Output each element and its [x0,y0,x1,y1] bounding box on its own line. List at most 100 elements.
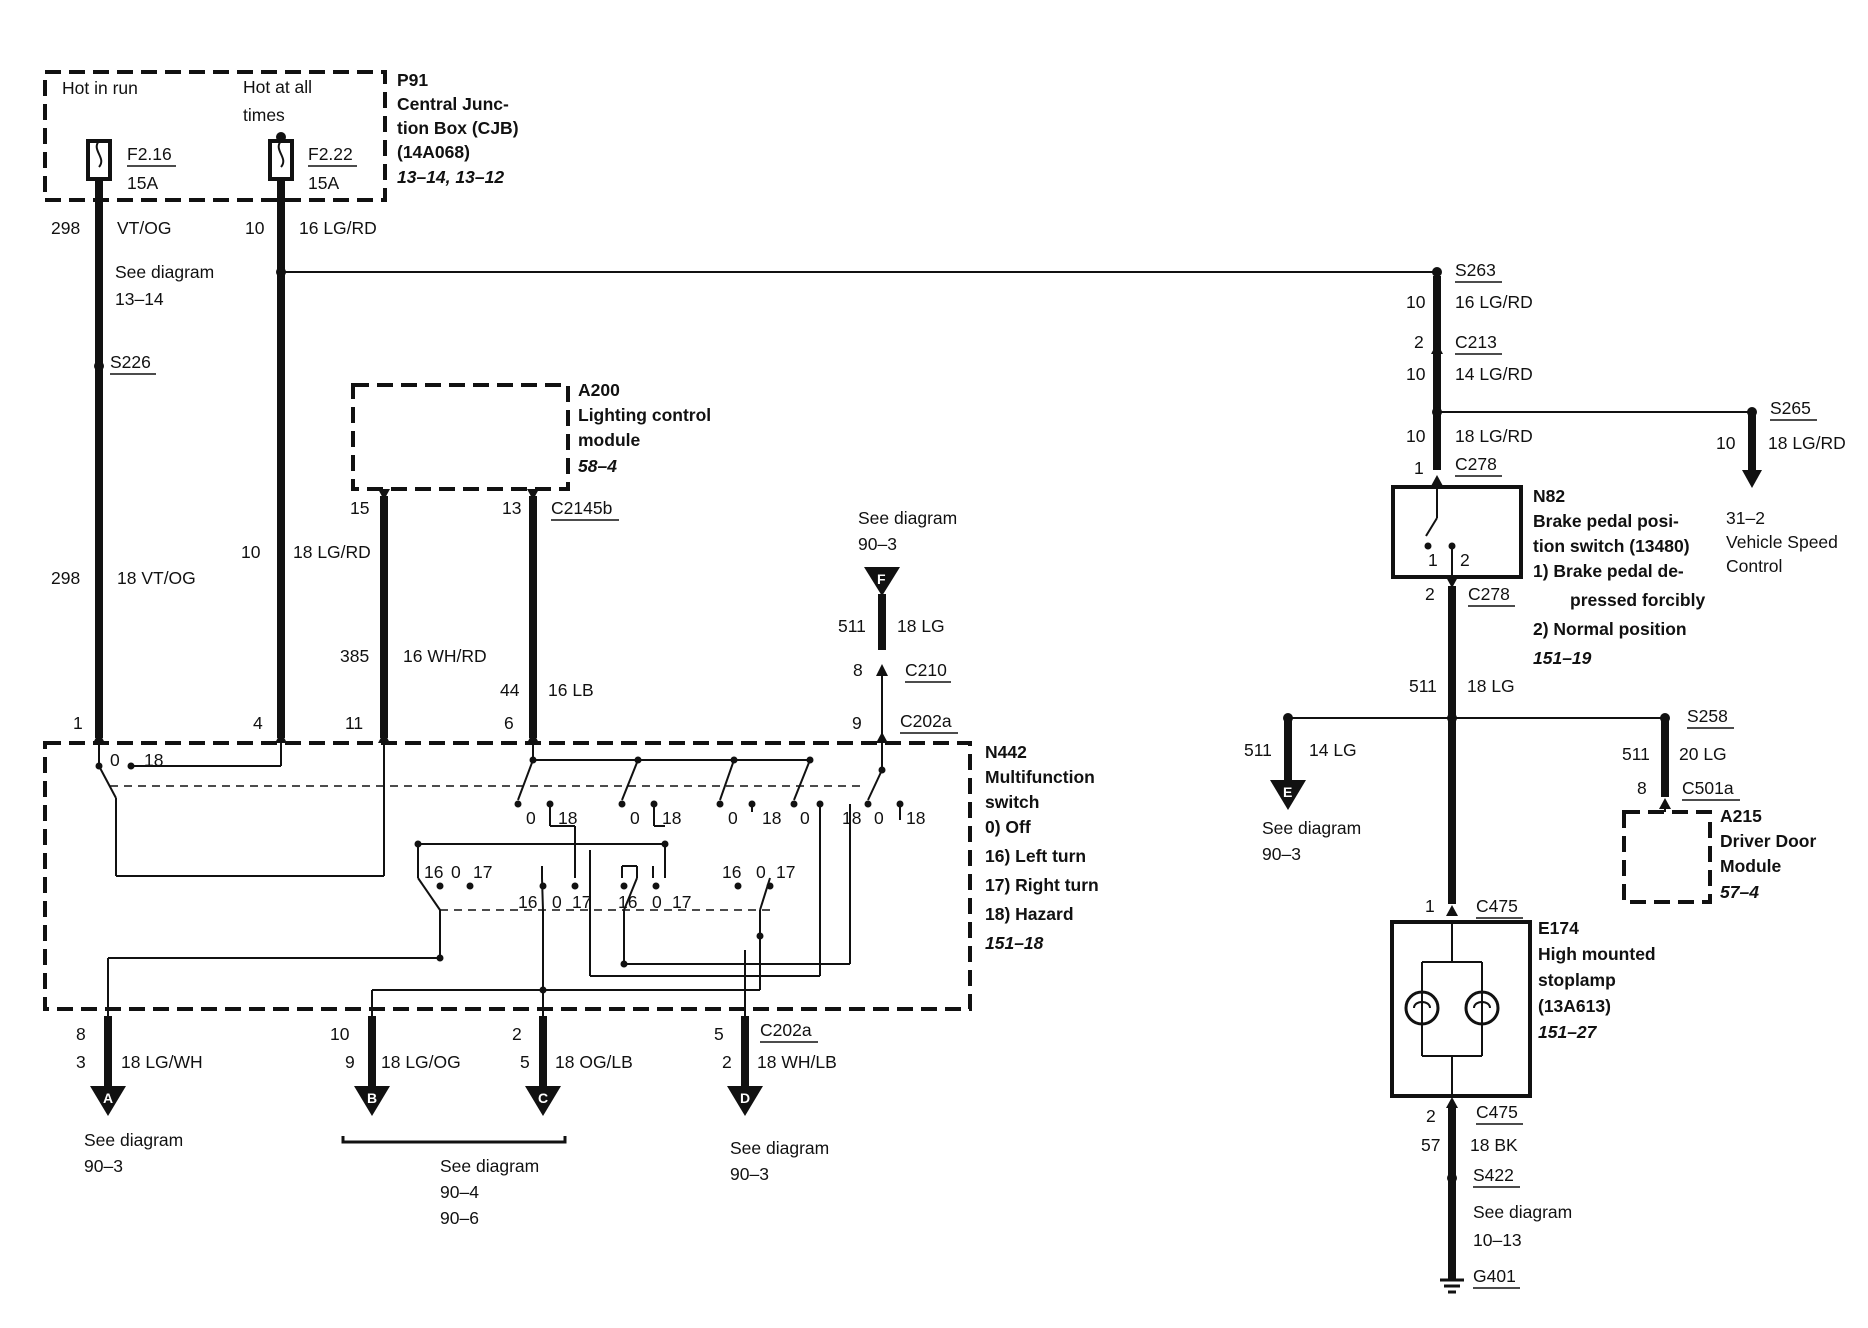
n442-pin-6: 6 [504,713,514,733]
hot-at-all-times-label-2: times [243,105,285,125]
see-diagram-label: See diagram [115,262,214,282]
r-wire-18-lg-rd: 18 LG/RD [1455,426,1533,446]
a-pin-3: 3 [76,1052,86,1072]
a215-wire-20-lg: 20 LG [1679,744,1727,764]
connector-c475: C475 [1476,896,1518,916]
r-wire-16-lg-rd: 16 LG/RD [1455,292,1533,312]
legend-off: 0) Off [985,817,1031,837]
connector-c2145b: C2145b [551,498,612,518]
multifunction-switch: 1 4 11 6 9 C202a [43,711,1099,1016]
legend-hazard: 18) Hazard [985,904,1074,924]
pos-label: 16 [722,862,741,882]
s422-see-diagram: See diagram [1473,1202,1572,1222]
p91-name-1: Central Junc- [397,94,509,114]
hot-at-all-times-label: Hot at all [243,77,312,97]
r-wire-14-lg-rd: 14 LG/RD [1455,364,1533,384]
n442-name-1: Multifunction [985,767,1095,787]
e-wire-14-lg: 14 LG [1309,740,1357,760]
d-pin-5: 5 [714,1024,724,1044]
pos-label: 17 [473,862,492,882]
n82-name-2: tion switch (13480) [1533,536,1690,556]
brake-circuit: S263 10 16 LG/RD 2 C213 10 14 LG/RD S265… [1244,260,1846,1294]
a-pin-8: 8 [76,1024,86,1044]
e174-name-2: stoplamp [1538,970,1616,990]
d-connector-c202a: C202a [760,1020,812,1040]
wire-18-bk: 18 BK [1470,1135,1518,1155]
connector-c213: C213 [1455,332,1497,352]
wire-18-vt-og: 18 VT/OG [117,568,196,588]
connector-c210: C210 [905,660,947,680]
f-pin-8: 8 [853,660,863,680]
see-diagram-ref: 13–14 [115,289,164,309]
e174-pin-2: 2 [1426,1106,1436,1126]
fuse-icon-f222 [268,139,294,181]
pos-label: 0 [728,808,738,828]
n442-ref: 151–18 [985,933,1044,953]
fuse-f222-name: F2.22 [308,144,353,164]
r-circuit-511: 511 [1409,676,1437,696]
n82-legend-1a: 1) Brake pedal de- [1533,561,1684,581]
splice-s226: S226 [110,352,151,372]
n442-name-2: switch [985,792,1039,812]
e-see-ref: 90–3 [1262,844,1301,864]
s265-circuit-10: 10 [1716,433,1736,453]
switch-internal-wiring [95,743,904,1016]
stoplamp-icon [1390,920,1532,1098]
wire-16-wh-rd: 16 WH/RD [403,646,487,666]
c278b-pin-2: 2 [1425,584,1435,604]
pos-label: 0 [526,808,536,828]
d-letter: D [740,1090,750,1106]
s265-wire-18-lg-rd: 18 LG/RD [1768,433,1846,453]
e174-id: E174 [1538,918,1579,938]
r-circuit-10a: 10 [1406,292,1426,312]
b-pin-9: 9 [345,1052,355,1072]
s422-see-ref: 10–13 [1473,1230,1522,1250]
vsc-ref: 31–2 [1726,508,1765,528]
n442-id: N442 [985,742,1027,762]
a-wire-18-lg-wh: 18 LG/WH [121,1052,203,1072]
connector-c202a: C202a [900,711,952,731]
a200-name-2: module [578,430,640,450]
n442-pin-4: 4 [253,713,263,733]
n82-legend-2: 2) Normal position [1533,619,1687,639]
p91-name-2: tion Box (CJB) [397,118,519,138]
pos-label: 0 [800,808,810,828]
pos-label: 0 [756,862,766,882]
wire-16-lg-rd: 16 LG/RD [299,218,377,238]
wire-vt-og: VT/OG [117,218,171,238]
a200-pin-15: 15 [350,498,369,518]
splice-s265: S265 [1770,398,1811,418]
n82-legend-1b: pressed forcibly [1570,590,1705,610]
switch-position-labels: 0 18 0 18 0 18 0 18 0 18 0 18 16 0 17 16… [110,750,925,912]
f-letter: F [877,571,886,587]
hot-in-run-label: Hot in run [62,78,138,98]
circuit-298: 298 [51,218,80,238]
bottom-outputs: A 8 3 18 LG/WH See diagram 90–3 B 10 9 1… [76,1016,837,1228]
d-pin-2: 2 [722,1052,732,1072]
d-see-diagram: See diagram [730,1138,829,1158]
r-circuit-10b: 10 [1406,364,1426,384]
n82-contact-1: 1 [1428,550,1438,570]
c-wire-18-og-lb: 18 OG/LB [555,1052,633,1072]
fuse-f216-rating: 15A [127,173,158,193]
ground-g401: G401 [1473,1266,1516,1286]
a215-ref: 57–4 [1720,882,1759,902]
central-junction-box: Hot in run Hot at all times F2.16 15A F2… [43,70,519,202]
circuit-10: 10 [245,218,265,238]
fuse-icon-f216 [86,139,112,181]
d-wire-18-wh-lb: 18 WH/LB [757,1052,837,1072]
a215-name-2: Module [1720,856,1782,876]
connector-f: See diagram 90–3 F 511 18 LG 8 C210 [838,508,957,738]
legend-right-turn: 17) Right turn [985,875,1099,895]
c213-pin-2: 2 [1414,332,1424,352]
d-see-ref: 90–3 [730,1164,769,1184]
bc-see-diagram: See diagram [440,1156,539,1176]
f-circuit-511: 511 [838,616,866,636]
connector-c475-lower: C475 [1476,1102,1518,1122]
n82-contact-2: 2 [1460,550,1470,570]
f-see-ref: 90–3 [858,534,897,554]
a215-id: A215 [1720,806,1762,826]
bc-see-ref-1: 90–4 [440,1182,479,1202]
c-pin-2: 2 [512,1024,522,1044]
